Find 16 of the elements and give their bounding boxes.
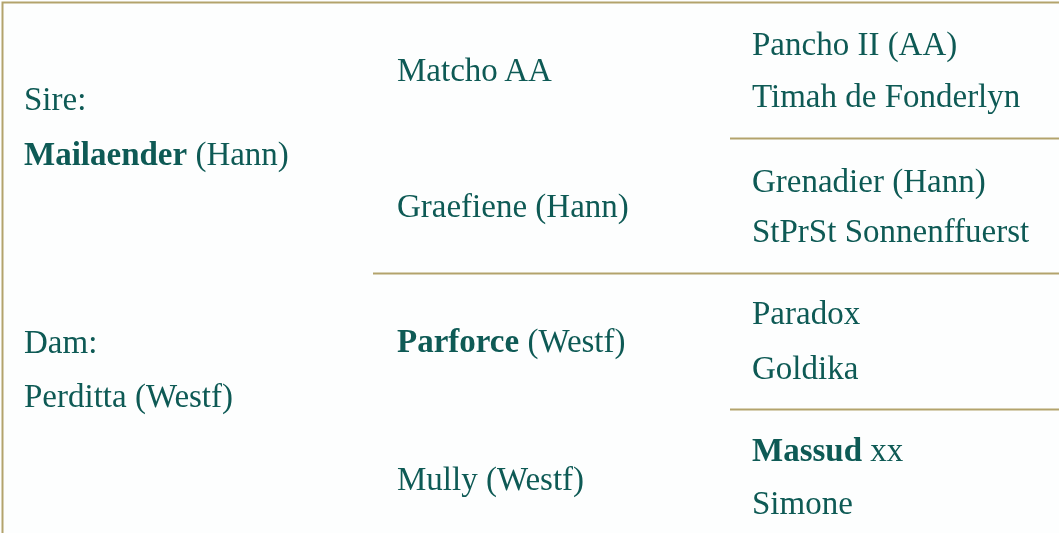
horse-name: Matcho AA bbox=[397, 54, 552, 87]
horse-name: Goldika bbox=[752, 352, 859, 385]
horse-name: Mailaender (Hann) bbox=[24, 138, 289, 171]
horse-name: Mully (Westf) bbox=[397, 463, 585, 496]
parent-role-label: Dam: bbox=[24, 326, 98, 359]
horse-name: StPrSt Sonnenffuerst bbox=[752, 215, 1030, 248]
horse-name: Timah de Fonderlyn bbox=[752, 80, 1021, 113]
horse-name: Pancho II (AA) bbox=[752, 28, 958, 61]
horse-name: Simone bbox=[752, 487, 853, 520]
parent-role-label: Sire: bbox=[24, 83, 87, 116]
horse-name: Massud xx bbox=[752, 434, 904, 467]
horse-name: Parforce (Westf) bbox=[397, 325, 626, 358]
horse-name: Paradox bbox=[752, 297, 861, 330]
horse-name: Perditta (Westf) bbox=[24, 380, 234, 413]
horse-name: Graefiene (Hann) bbox=[397, 190, 629, 223]
horse-name: Grenadier (Hann) bbox=[752, 165, 986, 198]
